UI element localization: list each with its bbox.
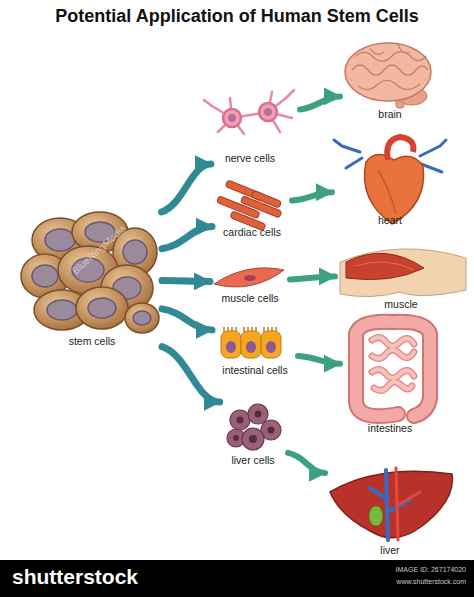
cell-node: nerve cells (200, 88, 300, 164)
organ-node: brain (340, 40, 440, 120)
muscle-cell-drawing (214, 268, 284, 287)
diagram-title: Potential Application of Human Stem Cell… (0, 6, 474, 27)
brain-drawing (345, 43, 431, 108)
cell-node: muscle cells (210, 260, 290, 304)
organ-node: heart (332, 134, 448, 226)
heart-drawing (334, 137, 446, 224)
liver-drawing (330, 468, 452, 540)
liver-cell-drawing (227, 404, 281, 450)
stem-cell-node: stem cells (22, 212, 162, 347)
node-label: nerve cells (190, 152, 310, 164)
intestinal-cell-drawing (221, 327, 281, 358)
node-label: liver (315, 544, 465, 556)
growth-arrow (162, 164, 211, 212)
watermark: BlueRingMedia (70, 223, 128, 277)
footer-url: www.shutterstock.com (396, 578, 466, 585)
footer-brand: shutterstock (12, 565, 138, 589)
growth-arrow (288, 453, 325, 473)
node-label: cardiac cells (202, 226, 302, 238)
organ-node: liver (325, 460, 455, 556)
cell-node: liver cells (218, 402, 288, 466)
cell-node: intestinal cells (212, 320, 298, 376)
node-label: muscle (325, 298, 474, 310)
muscle-drawing (340, 249, 466, 297)
node-label: intestines (330, 422, 450, 434)
growth-arrow (290, 276, 335, 279)
footer-band (0, 560, 474, 597)
node-label: muscle cells (200, 292, 300, 304)
node-label: liver cells (208, 454, 298, 466)
nerve-cell-drawing (204, 90, 294, 134)
node-label: intestinal cells (202, 364, 308, 376)
growth-arrow (162, 347, 220, 402)
node-label: brain (330, 108, 450, 120)
growth-arrow (292, 192, 332, 200)
growth-arrow (300, 96, 340, 109)
intestines-drawing (356, 322, 430, 416)
cell-node: cardiac cells (212, 180, 292, 238)
organ-node: muscle (335, 234, 467, 310)
growth-arrow (162, 309, 212, 330)
growth-arrow (162, 227, 212, 249)
node-label: stem cells (12, 335, 172, 347)
image-id: IMAGE ID: 267174020 (396, 566, 466, 573)
growth-arrow (162, 277, 210, 285)
node-label: heart (322, 214, 458, 226)
growth-arrow (298, 356, 340, 364)
organ-node: intestines (340, 312, 440, 434)
stem-cell-cluster (21, 212, 159, 333)
